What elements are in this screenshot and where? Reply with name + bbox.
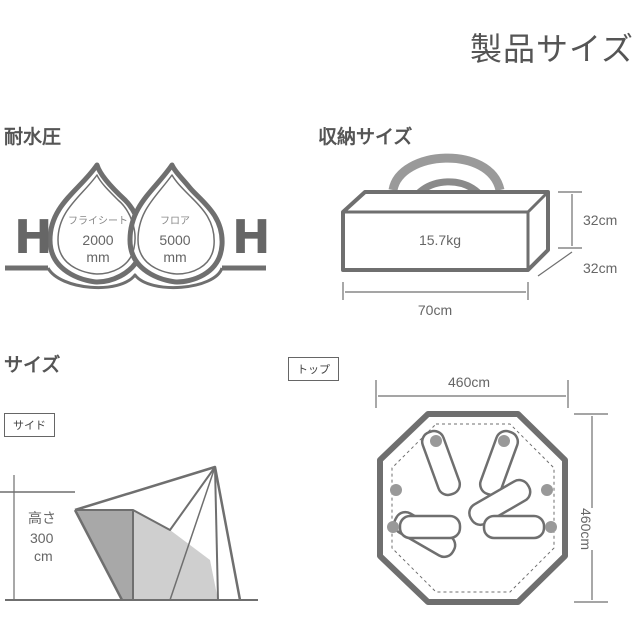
fly-label: フライシート xyxy=(68,216,128,227)
tent-side-dark xyxy=(75,510,133,600)
page-title: 製品サイズ xyxy=(469,30,634,68)
side-view-label: サイド xyxy=(4,413,55,437)
fly-value: 2000 xyxy=(82,232,114,248)
water-drops-graphic xyxy=(5,162,266,290)
floor-label: フロア xyxy=(160,216,190,227)
storage-bag-graphic xyxy=(341,153,582,300)
height-unit: cm xyxy=(34,548,53,564)
bag-depth-dim: 32cm xyxy=(583,260,618,276)
bag-height-dim: 32cm xyxy=(583,212,618,228)
floor-drop xyxy=(127,162,225,285)
side-view-graphic xyxy=(0,465,258,601)
h-right-label: H xyxy=(232,210,271,264)
floor-value: 5000 xyxy=(159,232,191,248)
fly-drop xyxy=(47,162,145,285)
size-heading: サイズ xyxy=(4,354,61,376)
top-width-dim: 460cm xyxy=(448,374,491,390)
storage-heading: 収納サイズ xyxy=(318,126,413,148)
top-view-graphic xyxy=(375,380,608,605)
height-label: 高さ xyxy=(28,508,56,528)
bag-width-dim: 70cm xyxy=(417,302,453,318)
top-view-label: トップ xyxy=(288,357,339,381)
bag-weight: 15.7kg xyxy=(418,232,462,248)
top-depth-dim: 460cm xyxy=(578,508,594,551)
water-heading: 耐水圧 xyxy=(4,126,62,148)
height-value: 300 xyxy=(30,530,54,546)
fly-unit: mm xyxy=(86,249,110,265)
h-left-label: H xyxy=(14,210,53,264)
octagon-outline xyxy=(377,411,568,605)
tent-side-light xyxy=(133,510,218,600)
floor-unit: mm xyxy=(163,249,187,265)
